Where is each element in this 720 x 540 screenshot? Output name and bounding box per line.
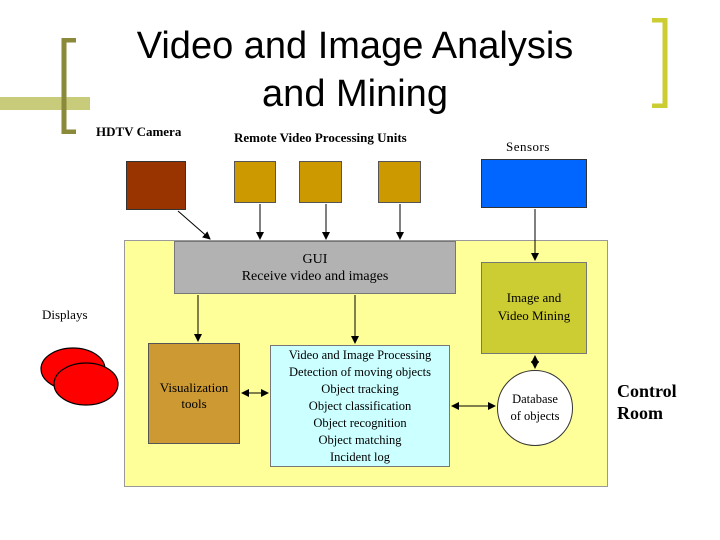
gui-subtitle: Receive video and images [241, 268, 389, 284]
database-circle: Database of objects [497, 370, 573, 446]
displays-icon [40, 347, 119, 406]
mining-label-line2: Video Mining [497, 308, 571, 323]
processing-item: Object recognition [313, 416, 407, 430]
control-room-label: Control Room [617, 380, 677, 424]
processing-unit [378, 161, 421, 203]
processing-item: Object matching [318, 433, 402, 447]
processing-item: Object classification [308, 399, 412, 413]
hdtv-camera-label: HDTV Camera [96, 124, 182, 139]
left-bracket-icon [61, 38, 76, 134]
database-label-line1: Database [512, 392, 558, 406]
processing-heading: Video and Image Processing [288, 348, 432, 362]
processing-item: Detection of moving objects [289, 365, 431, 379]
control-room-line1: Control [617, 381, 677, 401]
slide-title-line1: Video and Image Analysis [136, 25, 574, 67]
slide-title-line2: and Mining [262, 73, 448, 115]
visualization-tools-box: Visualization tools [148, 343, 240, 444]
displays-label: Displays [42, 307, 88, 322]
processing-item: Object tracking [321, 382, 399, 396]
sensors-label: Sensors [506, 139, 550, 154]
gui-box: GUI Receive video and images [174, 241, 456, 294]
mining-box: Image and Video Mining [481, 262, 587, 354]
processing-unit [234, 161, 276, 203]
processing-unit [299, 161, 342, 203]
hdtv-camera [126, 161, 186, 210]
database-label-line2: of objects [510, 409, 560, 423]
camera-to-gui-arrow [177, 210, 211, 240]
processing-box: Video and Image Processing Detection of … [270, 345, 450, 467]
mining-label-line1: Image and [506, 290, 562, 305]
gui-title: GUI [302, 251, 328, 267]
right-bracket-icon [652, 18, 668, 108]
remote-units-label: Remote Video Processing Units [234, 130, 407, 145]
processing-item: Incident log [329, 450, 391, 464]
slide-title: Video and Image Analysis and Mining [100, 22, 610, 118]
sensor-box [481, 159, 587, 208]
visualization-label-line2: tools [181, 396, 207, 411]
accent-bar [0, 97, 90, 110]
control-room-line2: Room [617, 403, 663, 423]
visualization-label-line1: Visualization [159, 380, 229, 395]
